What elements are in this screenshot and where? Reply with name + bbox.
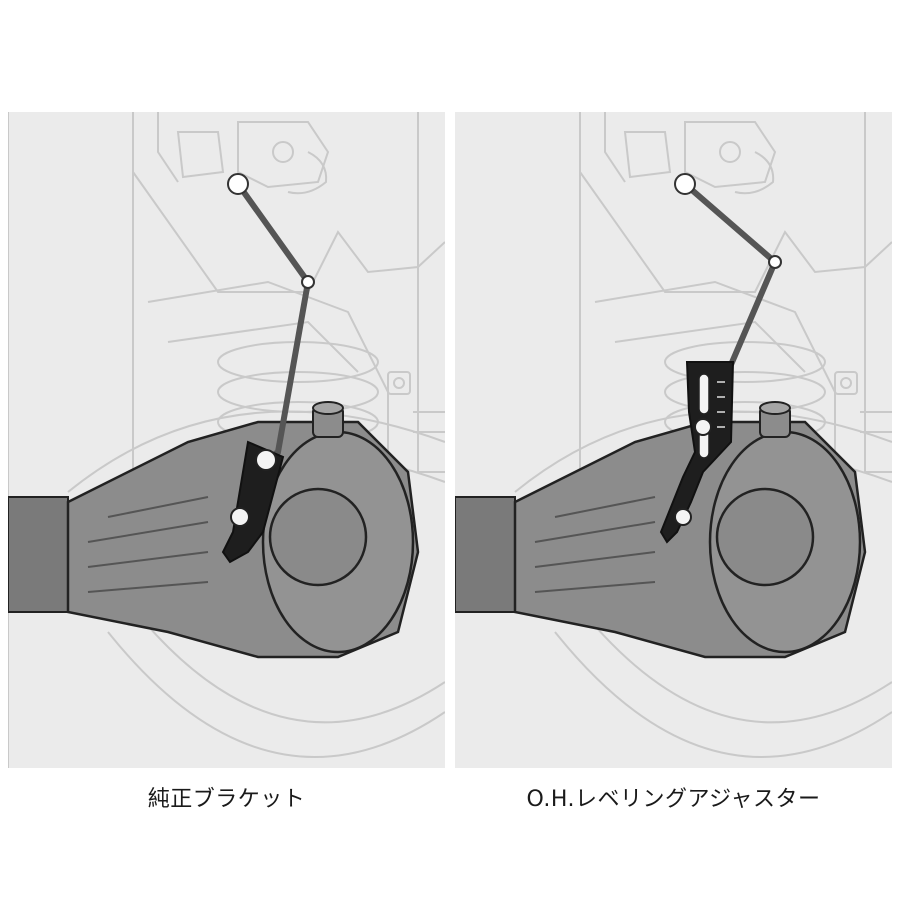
caption-oem-bracket: 純正ブラケット <box>147 787 306 812</box>
differential-housing <box>8 401 420 659</box>
adjuster-bracket <box>659 361 735 544</box>
differential-housing <box>455 401 867 659</box>
sensor-arm <box>674 173 782 269</box>
sensor-arm <box>227 173 315 289</box>
differential-oem-illustration <box>8 112 445 768</box>
differential-adjuster-illustration <box>455 112 892 758</box>
oem-bracket-panel <box>8 112 445 768</box>
caption-adjuster: O.H.レベリングアジャスター <box>526 787 821 812</box>
adjuster-bracket-panel <box>455 112 892 768</box>
oem-bracket <box>221 440 285 564</box>
